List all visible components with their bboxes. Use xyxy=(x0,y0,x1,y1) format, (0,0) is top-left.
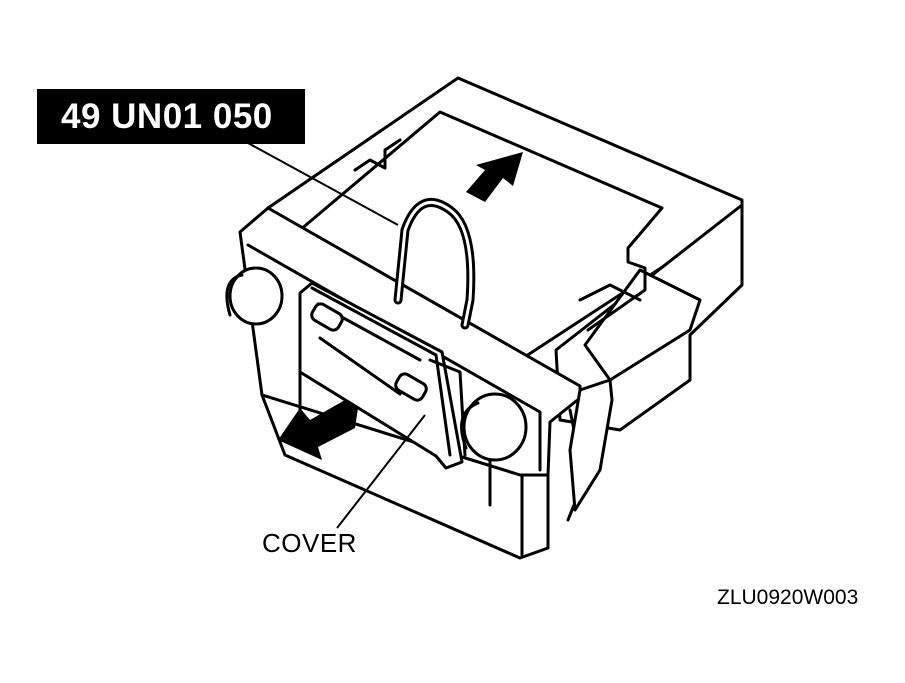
tool-number-label: 49 UN01 050 xyxy=(37,89,305,144)
cover-leader-line xyxy=(336,414,426,529)
down-arrow-icon xyxy=(278,400,358,460)
tool-leader-line xyxy=(247,142,399,226)
right-knob xyxy=(460,392,528,462)
left-knob xyxy=(225,266,284,326)
side-connector xyxy=(568,378,614,512)
figure-code: ZLU0920W003 xyxy=(717,586,859,609)
cover xyxy=(298,281,467,470)
up-arrow-icon xyxy=(466,152,523,202)
cover-label: COVER xyxy=(262,528,357,558)
